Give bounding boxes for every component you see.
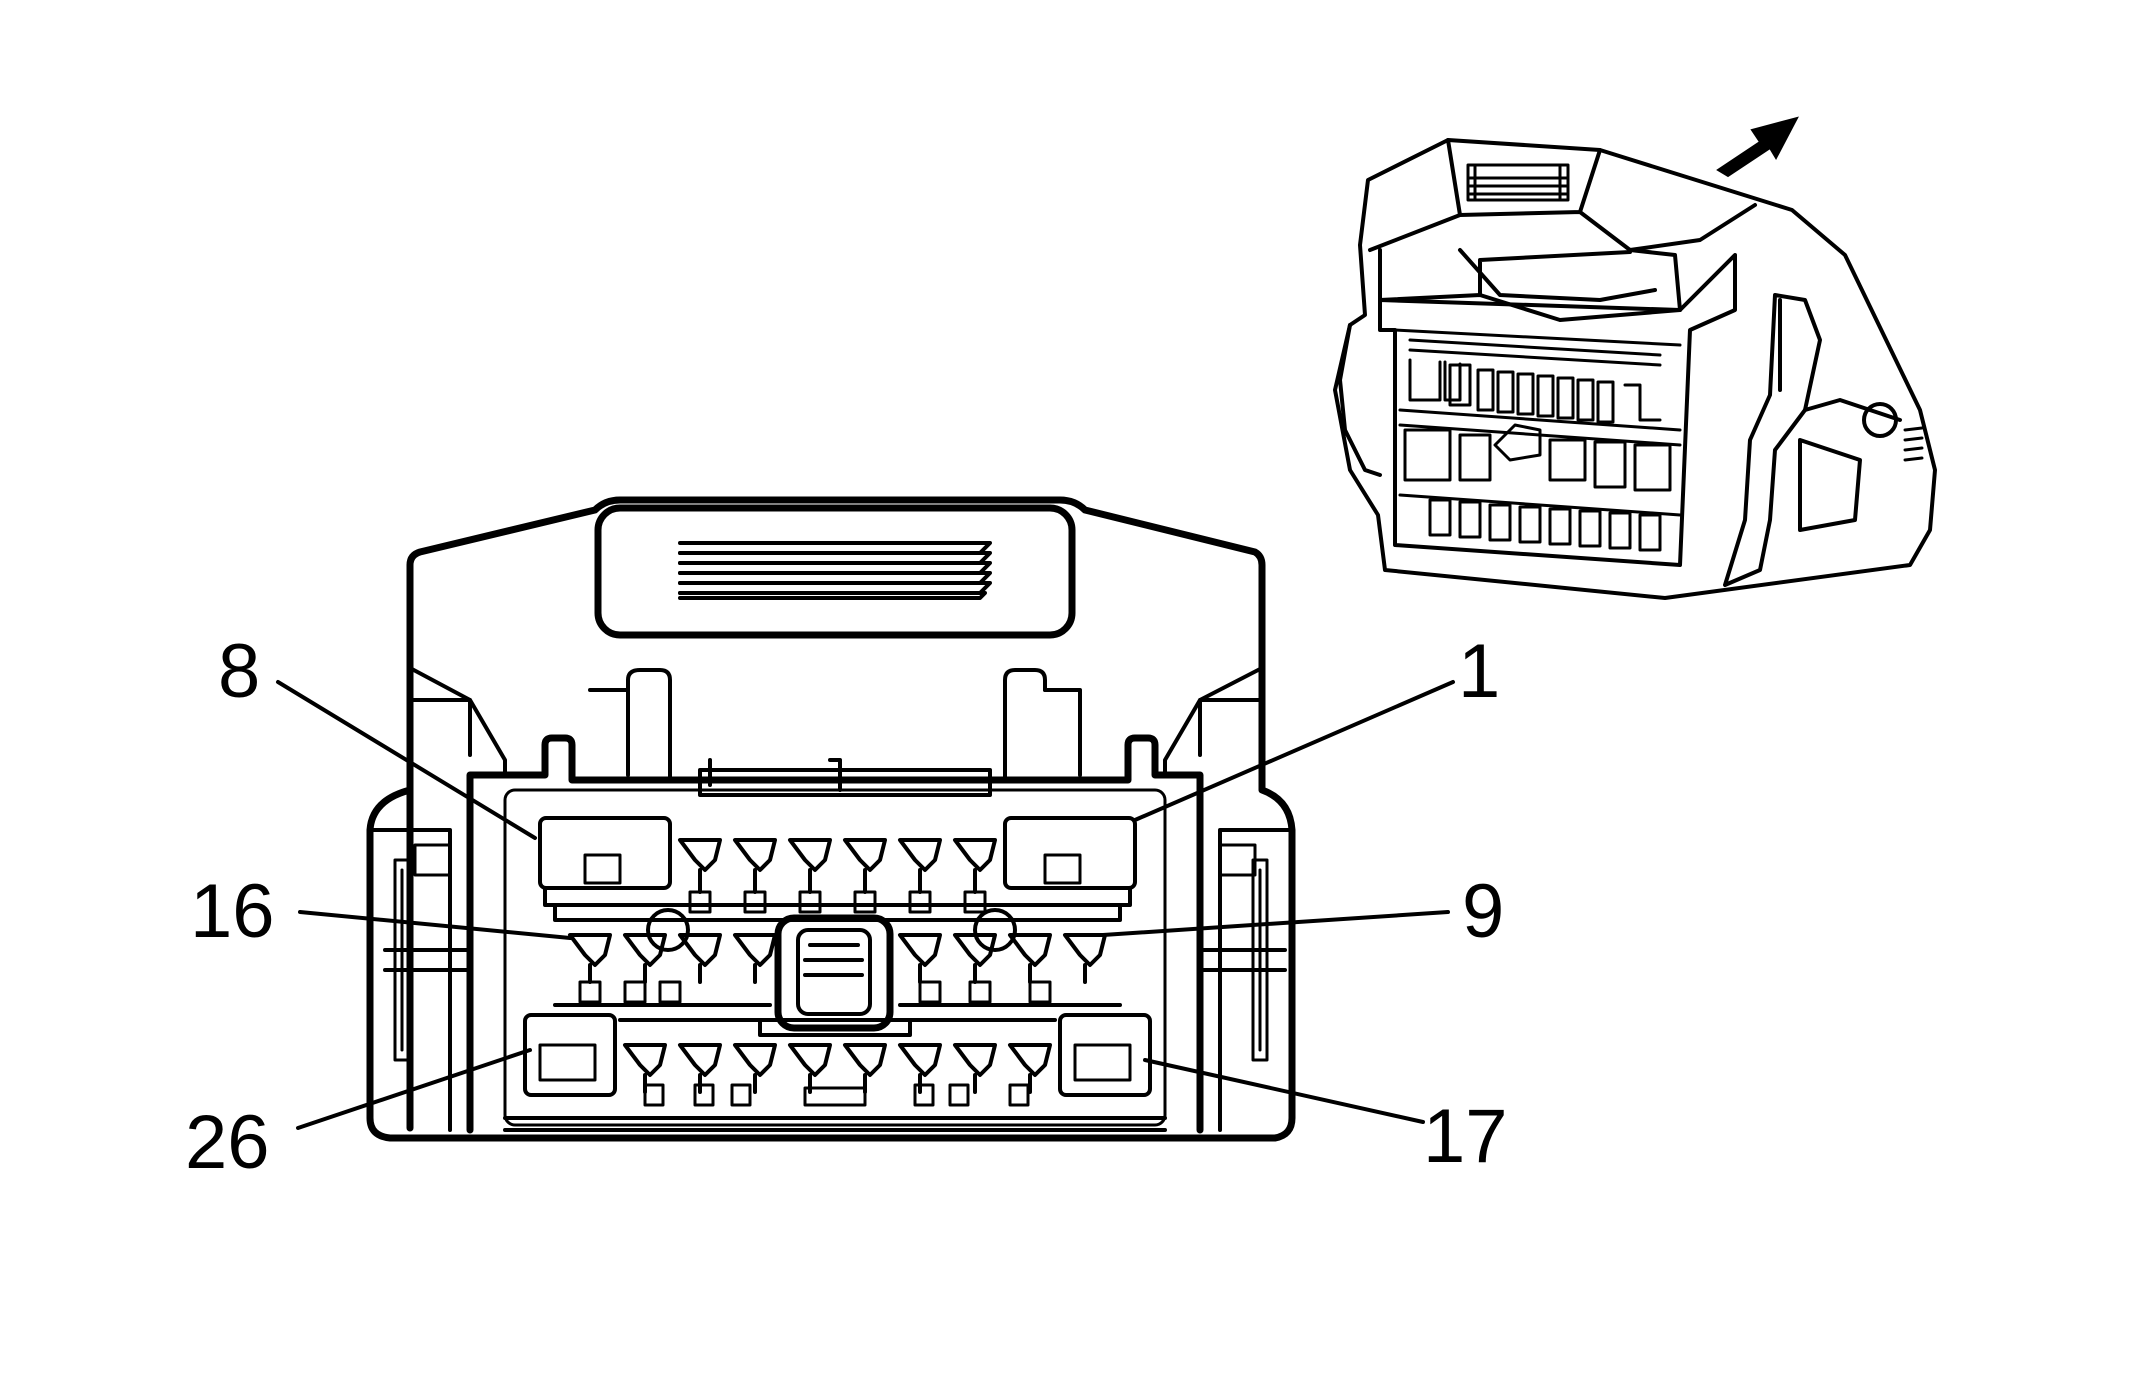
pin-label-16: 16	[190, 869, 275, 954]
leader-17	[1143, 1058, 1425, 1124]
leader-1	[1133, 680, 1455, 822]
left-shoulder	[408, 666, 507, 777]
right-post	[1003, 668, 1047, 782]
pin-label-17: 17	[1423, 1094, 1508, 1179]
iso-side-clip	[1723, 293, 1822, 587]
leader-9	[1101, 910, 1450, 937]
connector-isometric-view	[1333, 116, 1937, 600]
center-lock	[774, 914, 894, 1032]
iso-cavities	[1393, 328, 1682, 552]
large-cavity-1	[1003, 816, 1137, 890]
row-1-terminals	[678, 838, 997, 914]
large-cavity-26	[523, 1013, 617, 1097]
left-rail	[368, 828, 472, 1132]
large-cavity-8	[538, 816, 672, 890]
row-2-terminals-right	[898, 908, 1107, 1004]
connector-front-view: 8 1 16 9 26 17	[185, 496, 1508, 1185]
pin-row-2	[553, 903, 1122, 1032]
iso-front-face	[1378, 253, 1737, 567]
face-inner-outline	[503, 788, 1167, 1127]
connector-outer-body	[366, 496, 1296, 1142]
release-tab-ribs	[678, 541, 992, 600]
right-rail	[1198, 828, 1294, 1132]
right-shoulder	[1163, 666, 1264, 777]
large-cavity-17	[1058, 1013, 1152, 1097]
arrow-icon	[1716, 116, 1799, 178]
pin-label-26: 26	[185, 1100, 270, 1185]
top-key	[698, 758, 992, 797]
latch-housing	[594, 504, 1076, 639]
iso-body-outline	[1333, 138, 1937, 600]
leader-26	[296, 1048, 532, 1130]
pin-row-3	[523, 1013, 1152, 1107]
pin-label-9: 9	[1462, 869, 1504, 954]
connector-face	[466, 734, 1204, 1134]
pin-label-8: 8	[218, 629, 260, 714]
pin-row-1	[538, 816, 1137, 914]
row-3-terminals	[623, 1043, 1052, 1107]
left-post	[626, 668, 672, 782]
pin-label-1: 1	[1458, 629, 1500, 714]
leader-16	[298, 910, 572, 940]
row-2-terminals-left	[568, 908, 777, 1004]
leader-8	[276, 680, 537, 840]
